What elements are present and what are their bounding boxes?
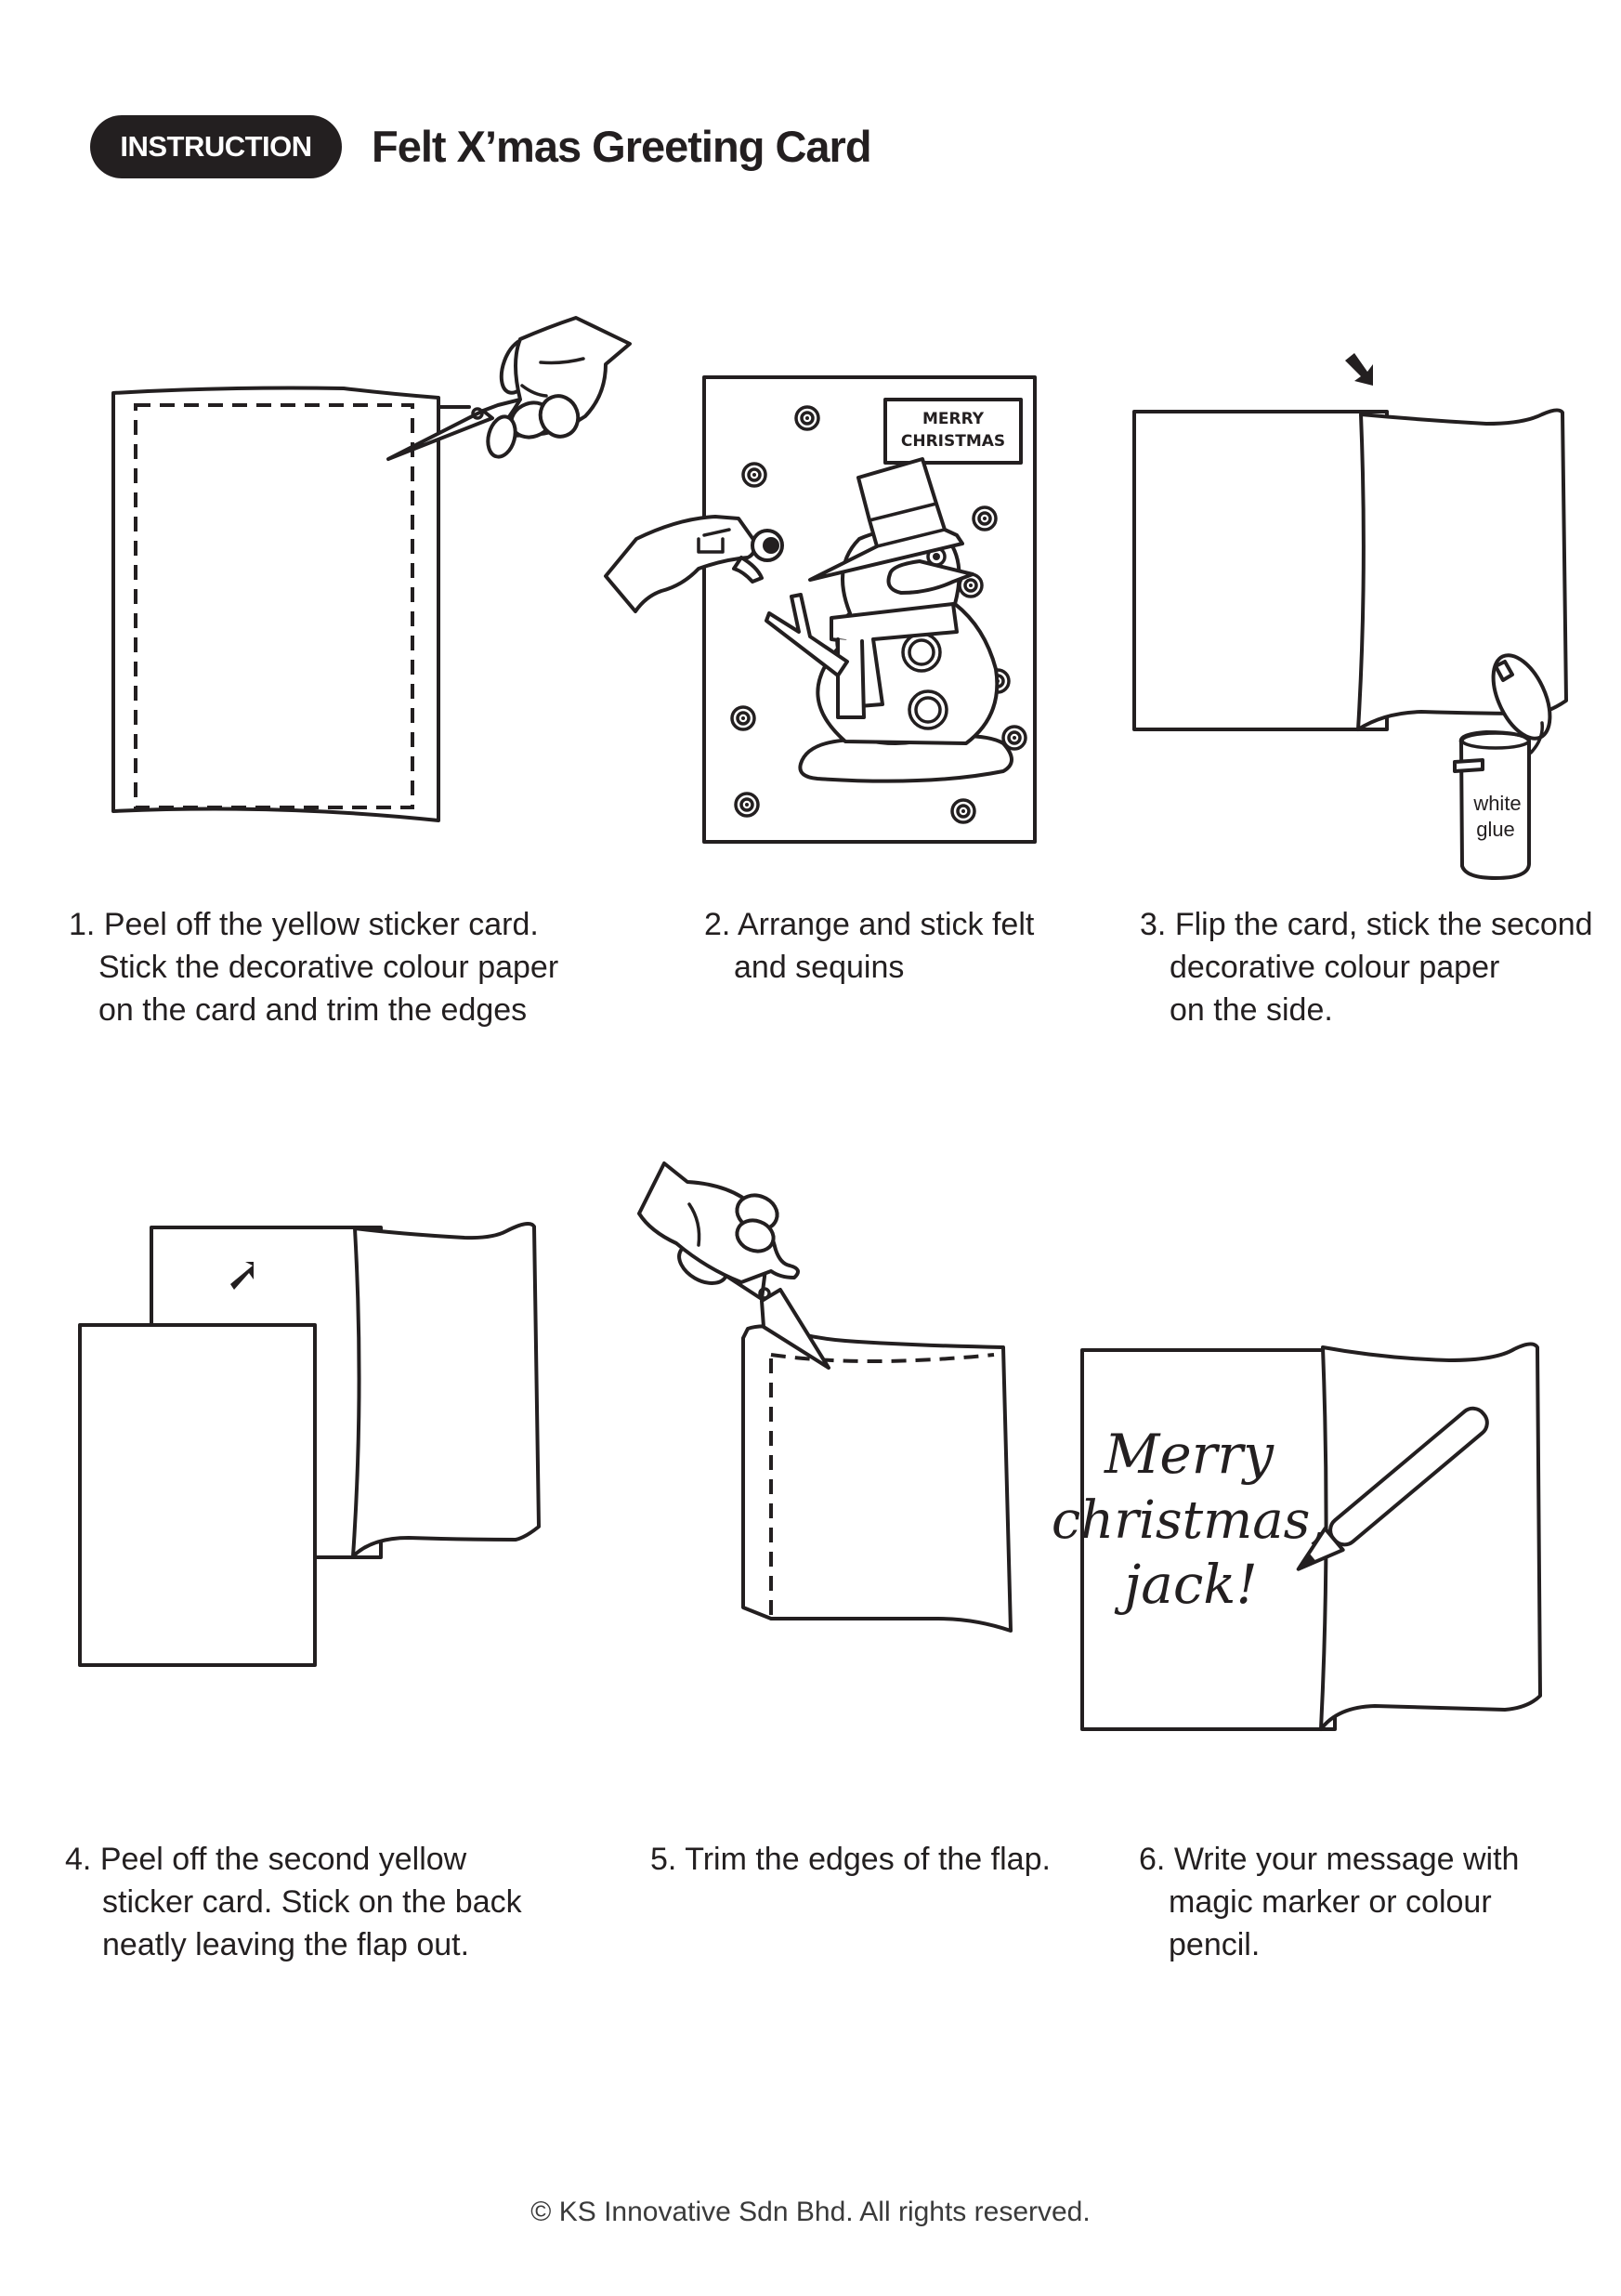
step-number: 5.: [650, 1842, 677, 1877]
step-1-illustration: [93, 307, 650, 846]
sequin-icon: [732, 707, 754, 729]
page-title: Felt X’mas Greeting Card: [372, 122, 872, 171]
snowman-illustration: [766, 459, 1012, 781]
step-1-text: 1. Peel off the yellow sticker card. Sti…: [69, 903, 558, 1031]
step-line: Arrange and stick felt: [737, 907, 1035, 942]
instruction-badge-label: INSTRUCTION: [120, 130, 312, 163]
card-text-merry: MERRY: [922, 410, 985, 428]
sequin-icon: [974, 507, 996, 530]
left-arm: [766, 595, 847, 676]
flap-paper-outline: [743, 1326, 1011, 1631]
step-line: on the card and trim the edges: [98, 992, 528, 1028]
step-line: magic marker or colour: [1169, 1884, 1492, 1920]
step-line: Peel off the yellow sticker card.: [103, 907, 539, 942]
glue-label-glue: glue: [1476, 818, 1515, 841]
copyright-footer: © KS Innovative Sdn Bhd. All rights rese…: [530, 2197, 1091, 2227]
card-outline: [113, 388, 438, 820]
front-card-outline: [80, 1325, 315, 1665]
step-line: neatly leaving the flap out.: [102, 1927, 470, 1962]
step-number: 6.: [1139, 1842, 1166, 1877]
glue-bottle-icon: white glue: [1455, 647, 1562, 878]
card-text-christmas: CHRISTMAS: [901, 432, 1005, 451]
step-line: Stick the decorative colour paper: [98, 950, 559, 985]
step-line: pencil.: [1169, 1927, 1261, 1962]
sequin-icon: [796, 407, 818, 429]
step-6-text: 6. Write your message with magic marker …: [1139, 1838, 1519, 1966]
step-line: Peel off the second yellow: [99, 1842, 467, 1877]
step-5-illustration: [632, 1161, 1040, 1738]
step-line: Write your message with: [1173, 1842, 1520, 1877]
hand-icon: [484, 318, 630, 460]
carrot-nose: [889, 561, 974, 593]
sequin-icon: [1003, 727, 1026, 749]
step-6-illustration: Merry christmas, jack!: [1052, 1329, 1616, 1756]
card-outline: [1082, 1350, 1335, 1729]
handwritten-christmas: christmas,: [1052, 1490, 1327, 1551]
step-line: on the side.: [1170, 992, 1333, 1028]
step-line: decorative colour paper: [1170, 950, 1500, 985]
step-number: 4.: [65, 1842, 92, 1877]
step-line: Flip the card, stick the second: [1174, 907, 1593, 942]
up-right-arrow-icon: [230, 1262, 254, 1290]
step-line: Trim the edges of the flap.: [685, 1842, 1051, 1877]
step-4-text: 4. Peel off the second yellow sticker ca…: [65, 1838, 522, 1966]
step-number: 1.: [69, 907, 96, 942]
step-3-text: 3. Flip the card, stick the second decor…: [1140, 903, 1593, 1031]
handwritten-merry: Merry: [1104, 1423, 1275, 1486]
step-line: sticker card. Stick on the back: [102, 1884, 522, 1920]
step-4-illustration: [65, 1208, 622, 1747]
step-line: and sequins: [734, 950, 905, 985]
sequin-icon: [952, 800, 974, 822]
side-paper-outline: [353, 1224, 539, 1556]
step-2-text: 2. Arrange and stick felt and sequins: [704, 903, 1034, 989]
down-arrow-icon: [1345, 353, 1373, 386]
dashed-trim-line: [771, 1355, 994, 1361]
step-3-illustration: white glue: [1115, 353, 1616, 901]
instruction-badge: INSTRUCTION: [90, 115, 342, 178]
hand-icon: [639, 1163, 798, 1282]
step-number: 2.: [704, 907, 731, 942]
step-2-illustration: MERRY CHRISTMAS: [595, 362, 1059, 864]
hand-with-sequin-icon: [606, 517, 782, 611]
sequin-icon: [736, 794, 758, 816]
sequin-icon: [743, 464, 765, 486]
glue-label-white: white: [1472, 792, 1521, 815]
merry-christmas-sign: [885, 400, 1021, 463]
pencil-icon: [1289, 1403, 1492, 1580]
step-number: 3.: [1140, 907, 1167, 942]
step-5-text: 5. Trim the edges of the flap.: [650, 1838, 1051, 1881]
card-outline: [1134, 412, 1387, 729]
top-hat: [810, 459, 962, 580]
handwritten-jack: jack!: [1114, 1553, 1258, 1616]
side-paper-outline: [1321, 1344, 1540, 1729]
